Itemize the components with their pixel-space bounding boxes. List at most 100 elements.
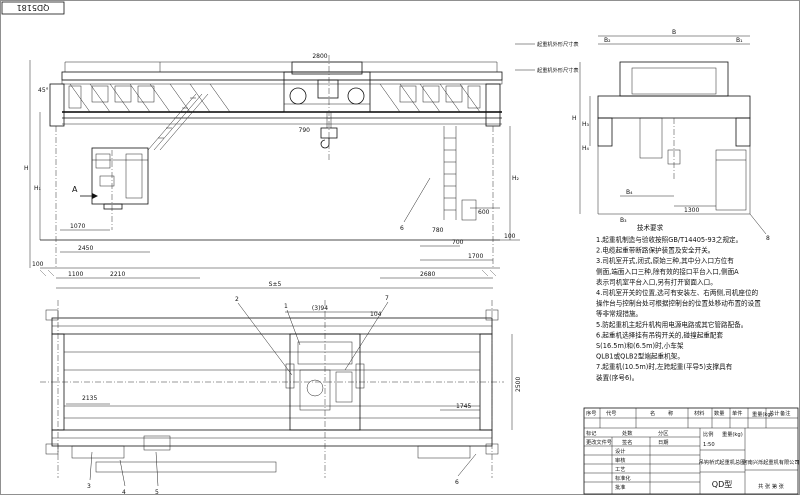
tech-line: 4.司机室开关的位置,选可有安装左、右两侧,司机座位的 xyxy=(596,288,759,297)
trolley xyxy=(283,61,371,113)
tech-line: 1.起重机制造与验收按照GB/T14405-93之规定。 xyxy=(596,235,742,244)
side-view: B B₂ B₁ B₃ B₄ H H₃ H₄ 1300 8 xyxy=(572,29,770,242)
leader-item-6: 6 xyxy=(400,177,431,232)
plan-dim-left: 2135 xyxy=(82,395,97,402)
tb-header: 数量 xyxy=(714,409,724,417)
svg-text:6: 6 xyxy=(400,225,404,232)
view-a-label: A xyxy=(72,185,78,194)
plan-item-leaders: 1 2 3 4 5 6 7 xyxy=(87,295,477,495)
tb-row-label: 更改文件号 xyxy=(586,438,612,446)
tb-signer: 标准化 xyxy=(615,474,631,482)
tb-header: 代号 xyxy=(606,409,616,417)
plan-item-label: 3 xyxy=(87,483,91,490)
dim-1100: 1100 xyxy=(68,271,83,278)
plan-item-label: 1 xyxy=(284,303,288,310)
tech-line: 7.起重机(10.5m)时,左跨起重(平导5)支撑具有 xyxy=(596,362,733,371)
side-b1: B₁ xyxy=(736,37,743,44)
dim-790: 790 xyxy=(299,127,311,134)
tech-line: 3.司机室开式,闭式,原始三种,其中分入口方位有 xyxy=(596,256,734,265)
tech-line: 侧面,端面入口三种,除有效的接口平台入口,侧面A xyxy=(596,267,739,276)
tb-row-label: 签名 xyxy=(622,438,632,446)
tb-drawing-title: 吊钩桥式起重机总图 xyxy=(699,458,746,466)
title-block: 序号代号名称材料数量单件总计备注标记处数分区更改文件号签名日期 重量(kg) 设… xyxy=(583,407,800,495)
plan-leader-line xyxy=(119,459,126,487)
dim-2680: 2680 xyxy=(420,271,435,278)
side-item-8: 8 xyxy=(766,235,770,242)
tb-signer: 工艺 xyxy=(615,466,625,473)
tb-header: 名 xyxy=(650,409,655,417)
dim-rail-offset: 100 xyxy=(32,261,44,268)
front-view: 2800 45° 790 1070 2450 1100 2210 S±5 100… xyxy=(24,53,520,289)
dim-angle: 45° xyxy=(38,87,49,94)
tech-line: 表示司机室平台入口,另有打开窗面入口。 xyxy=(596,277,717,286)
tb-row-label: 标记 xyxy=(586,429,596,437)
tb-header: 材料 xyxy=(694,409,704,417)
dim-100-right: 100 xyxy=(504,233,516,240)
access-stair xyxy=(147,93,209,151)
plan-dim-top: (3)94 xyxy=(312,305,328,312)
dim-span: S±5 xyxy=(269,281,282,288)
tb-weight-unit: 重量(kg) xyxy=(722,430,743,438)
tb-signer: 审核 xyxy=(615,456,625,464)
tb-signer: 设计 xyxy=(615,447,625,455)
tech-line: 2.电缆起重带断路保护装置及安全开关。 xyxy=(596,246,714,255)
dimension-tags: 起重机外形尺寸表 起重机外形尺寸表 xyxy=(515,40,579,74)
tb-model: QD型 xyxy=(712,480,732,489)
dim-2450: 2450 xyxy=(78,245,93,252)
tech-line: 6.起重机选择挂有吊钩开关的,碰撞起重配套 xyxy=(596,330,723,339)
plan-leader-line xyxy=(457,453,477,477)
tb-header: 称 xyxy=(668,409,673,417)
plan-leader-line xyxy=(286,309,301,346)
side-b: B xyxy=(672,29,676,36)
tech-line: S(16.5m)和(6.5m)时,小车架 xyxy=(596,341,684,350)
dim-2210: 2210 xyxy=(110,271,125,278)
tb-scale-label: 比例 xyxy=(703,430,713,438)
side-1300: 1300 xyxy=(684,207,699,214)
dim-780: 780 xyxy=(432,227,444,234)
tb-scale: 1:50 xyxy=(703,442,715,448)
drawing-number-box: QD5181 xyxy=(1,1,65,15)
dim-700: 700 xyxy=(452,239,464,246)
label-h: H xyxy=(24,165,29,172)
tb-row-label: 日期 xyxy=(658,439,668,446)
plan-dim-width: 2500 xyxy=(515,377,522,392)
tech-line: QLB1或QLB2型端起重机架。 xyxy=(596,352,684,361)
tb-header: 备注 xyxy=(780,409,790,417)
drawing-number: QD5181 xyxy=(17,3,50,12)
plan-leader-line xyxy=(237,302,293,376)
tb-row-label: 处数 xyxy=(622,429,633,437)
tb-weight-label: 重量(kg) xyxy=(752,410,773,418)
plan-dim-right: 1745 xyxy=(456,403,471,410)
tb-header: 单件 xyxy=(732,409,742,417)
plan-leader-line xyxy=(344,301,389,371)
dim-2800: 2800 xyxy=(312,53,327,60)
plan-item-label: 4 xyxy=(122,489,126,495)
tb-company: 河南兴烁起重机有限公司 xyxy=(742,458,799,466)
tag-2: 起重机外形尺寸表 xyxy=(537,66,579,74)
tech-requirements: 技术要求 1.起重机制造与验收按照GB/T14405-93之规定。 2.电缆起重带… xyxy=(596,223,761,382)
plan-leader-line xyxy=(155,451,159,487)
side-h4: H₄ xyxy=(582,145,590,152)
side-b3: B₃ xyxy=(620,217,627,224)
side-h: H xyxy=(572,115,577,122)
plan-item-label: 2 xyxy=(235,296,239,303)
plan-item-label: 5 xyxy=(155,489,159,495)
operator-cab xyxy=(91,147,149,210)
tech-line: 装置(序号6)。 xyxy=(596,373,638,382)
side-b2: B₂ xyxy=(604,37,611,44)
plan-item-label: 7 xyxy=(385,295,389,302)
tb-sheet: 共 张 第 张 xyxy=(758,482,785,490)
plan-item-label: 6 xyxy=(455,479,459,486)
tb-header: 序号 xyxy=(586,409,596,417)
tech-title: 技术要求 xyxy=(637,223,664,232)
tag-1: 起重机外形尺寸表 xyxy=(537,40,579,48)
dim-600: 600 xyxy=(478,209,490,216)
tb-row-label: 分区 xyxy=(658,429,668,437)
side-h3: H₃ xyxy=(582,121,590,128)
label-h2: H₂ xyxy=(512,175,520,182)
side-b4: B₄ xyxy=(626,189,633,196)
tech-line: 操作台与控制台处可根据控制台的位置处移动布置的设置 xyxy=(596,299,761,308)
side-ladder xyxy=(443,126,477,221)
